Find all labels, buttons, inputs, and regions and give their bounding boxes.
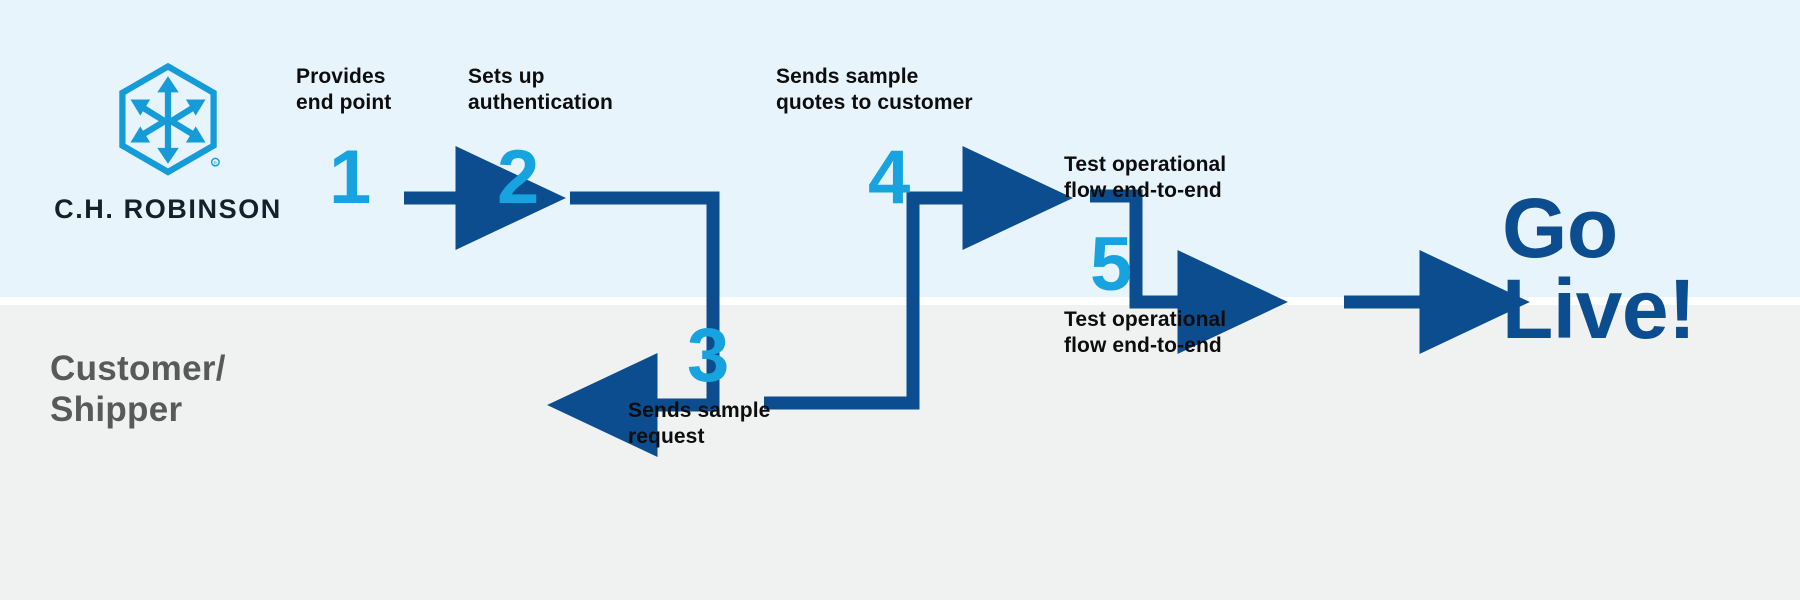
- lane-label-customer-shipper: Customer/ Shipper: [50, 349, 226, 430]
- step-3-caption: Sends sample request: [628, 399, 771, 448]
- hexagon-arrows-icon: R: [119, 62, 220, 176]
- step-number-3: 3: [687, 313, 729, 398]
- brand-name: C.H. ROBINSON: [54, 194, 282, 224]
- svg-text:R: R: [214, 160, 218, 165]
- step-number-2: 2: [497, 135, 539, 220]
- step-5-caption-above: Test operational flow end-to-end: [1064, 153, 1227, 202]
- step-number-5: 5: [1090, 222, 1132, 307]
- brand-logo: R C.H. ROBINSON: [48, 62, 288, 225]
- step-number-4: 4: [868, 135, 910, 220]
- go-live-label: Go Live!: [1502, 181, 1696, 356]
- step-5-caption-below: Test operational flow end-to-end: [1064, 308, 1227, 357]
- step-4-caption: Sends sample quotes to customer: [776, 65, 973, 114]
- step-number-1: 1: [329, 135, 371, 220]
- step-2-caption: Sets up authentication: [468, 65, 613, 114]
- step-1-caption: Provides end point: [296, 65, 392, 114]
